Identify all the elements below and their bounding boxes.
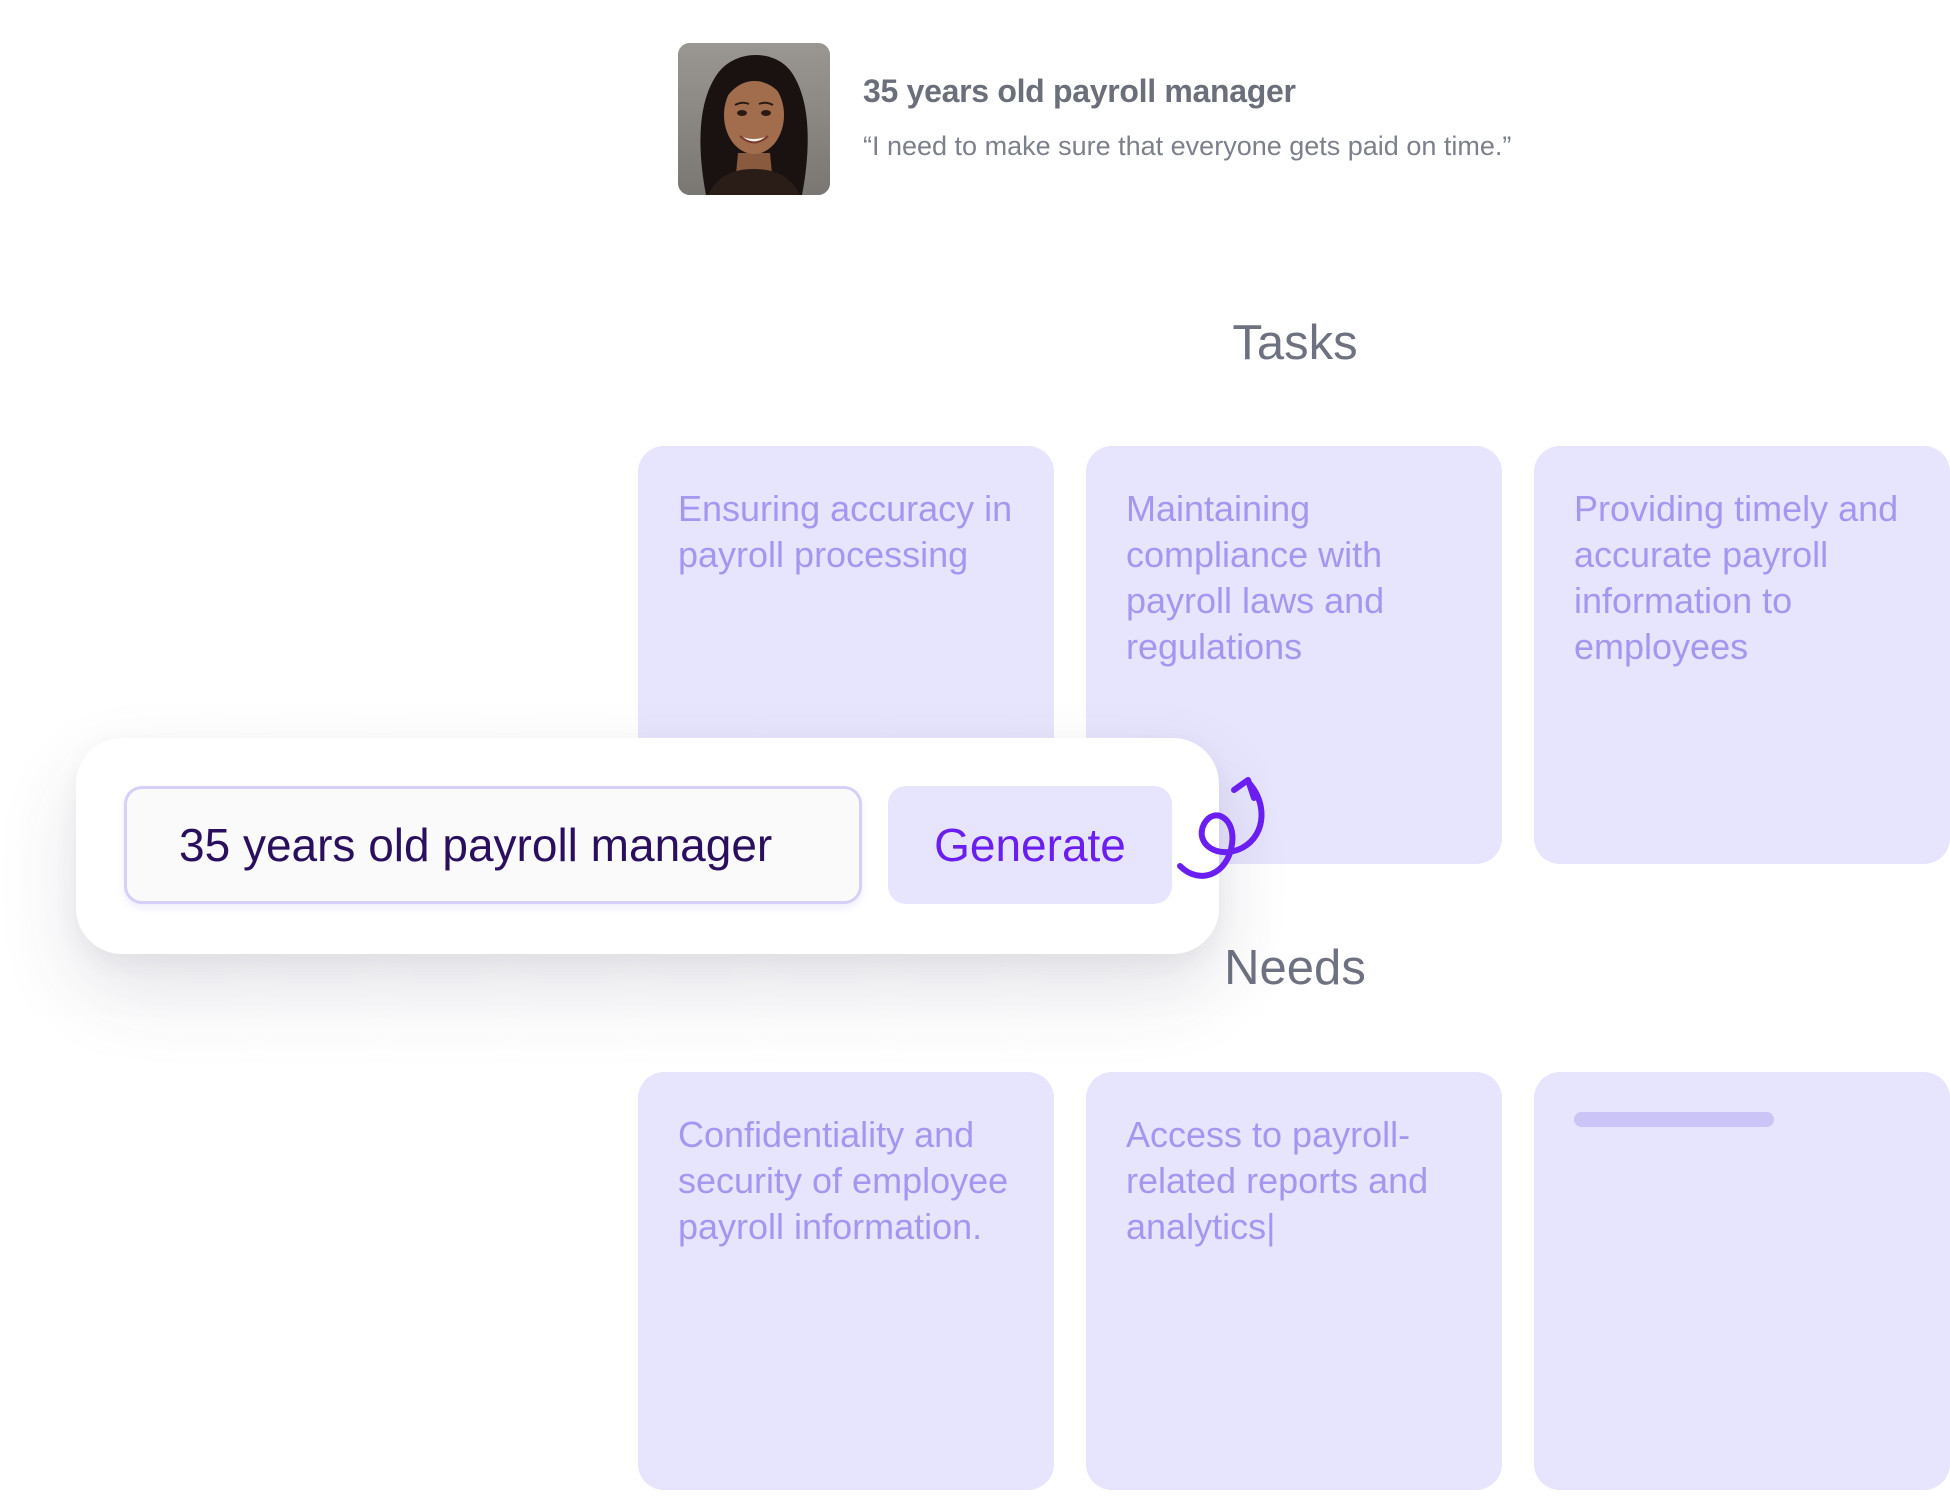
avatar [678, 43, 830, 195]
need-card-text: Access to payroll-related reports and an… [1126, 1114, 1429, 1247]
task-card-text: Providing timely and accurate payroll in… [1574, 488, 1899, 667]
task-card-text: Ensuring accuracy in payroll processing [678, 488, 1013, 575]
persona-header: 35 years old payroll manager “I need to … [678, 43, 1678, 195]
persona-quote: “I need to make sure that everyone gets … [863, 131, 1512, 161]
need-card: Confidentiality and security of employee… [638, 1072, 1054, 1490]
need-card-text: Confidentiality and security of employee… [678, 1114, 1009, 1247]
loading-skeleton-bar [1574, 1112, 1774, 1127]
persona-title: 35 years old payroll manager [863, 73, 1296, 109]
needs-heading: Needs [1224, 941, 1366, 995]
curly-arrow-icon [1177, 777, 1265, 879]
need-card: Access to payroll-related reports and an… [1086, 1072, 1502, 1490]
task-card: Providing timely and accurate payroll in… [1534, 446, 1950, 864]
task-card-text: Maintaining compliance with payroll laws… [1126, 488, 1385, 667]
need-card-loading [1534, 1072, 1950, 1490]
persona-prompt-input[interactable] [124, 786, 862, 904]
persona-generator-panel: Generate [76, 738, 1219, 954]
tasks-heading: Tasks [1232, 316, 1358, 370]
generate-button[interactable]: Generate [888, 786, 1172, 904]
